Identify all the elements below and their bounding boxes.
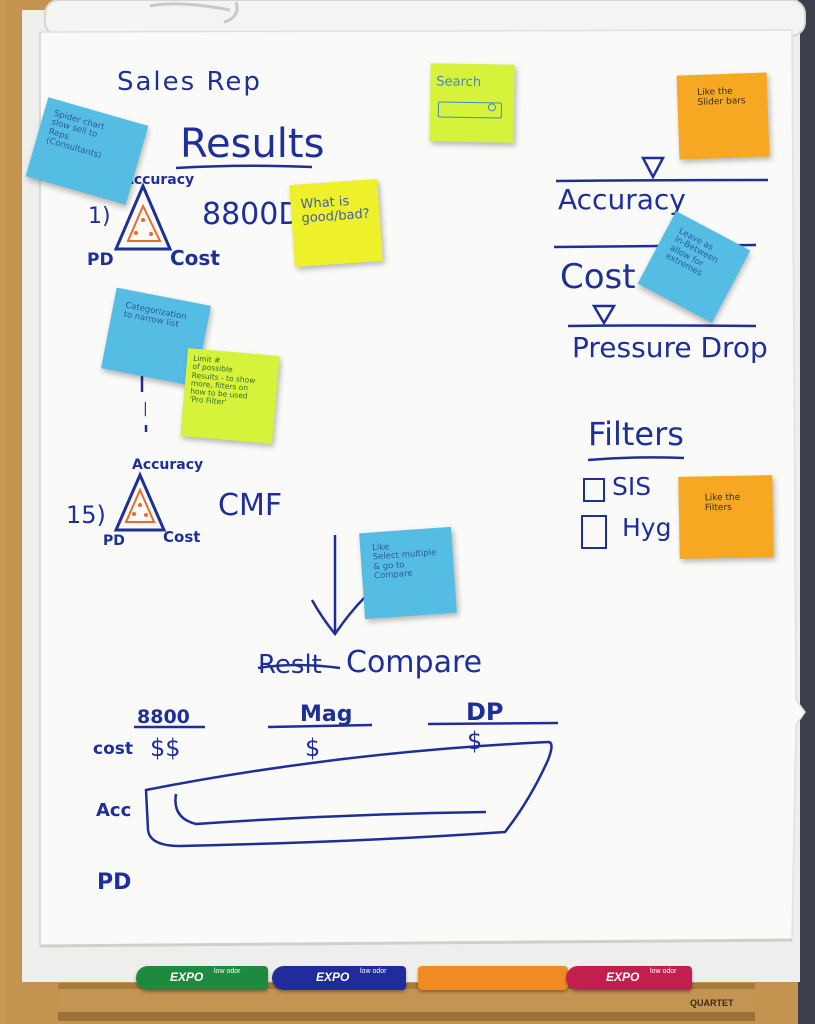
compare-row-pd-label: PD: [97, 870, 132, 895]
blue-marker[interactable]: EXPO low odor: [272, 966, 406, 990]
slider-pressure-drop-label: Pressure Drop: [572, 331, 768, 364]
compare-col-dp: DP: [466, 698, 504, 726]
sticky-like-filters: Like the Filters: [678, 475, 774, 559]
compare-col-8800: 8800: [137, 706, 190, 728]
search-icon: [487, 103, 496, 112]
filters-heading: Filters: [588, 415, 684, 453]
sticky-categorization-text: Categorization to narrow list: [122, 300, 188, 331]
sticky-select-multiple: Like Select multiple & go to Compare: [359, 526, 457, 620]
compare-crossed-word: Reslt: [258, 650, 322, 680]
sticky-like-filters-text: Like the Filters: [704, 492, 741, 514]
sticky-leave-as-text: Leave as In-Between allow for extremes: [663, 226, 720, 279]
result-1-axis-right: Cost: [170, 246, 220, 270]
result-15-axis-top: Accuracy: [132, 457, 204, 473]
compare-cost-dp: $: [467, 727, 483, 755]
filter-hyg-label: Hyg: [622, 513, 672, 542]
magenta-marker-brand: EXPO: [606, 970, 640, 984]
sticky-spider-chart-text: Spider chart slow sell to Reps (Consulta…: [44, 108, 106, 161]
orange-marker[interactable]: [418, 966, 568, 990]
magenta-marker[interactable]: EXPO low odor: [566, 966, 692, 990]
result-1-axis-top: Accuracy: [123, 172, 195, 188]
sticky-search-label: Search: [436, 74, 482, 91]
green-marker-sublabel: low odor: [214, 968, 241, 975]
results-heading: Results: [180, 121, 325, 167]
compare-row-acc-label: Acc: [96, 800, 132, 821]
slider-cost-label: Cost: [560, 257, 636, 297]
blue-marker-brand: EXPO: [316, 970, 350, 984]
result-1-axis-left: PD: [87, 250, 114, 270]
sticky-limit-results: Limit # of possible Results - to show mo…: [180, 348, 280, 444]
result-1-label: 8800D: [202, 197, 302, 232]
result-15-axis-left: PD: [103, 533, 125, 549]
filter-hyg-checkbox[interactable]: [581, 515, 607, 549]
filter-sis-label: SIS: [612, 472, 652, 501]
blue-marker-sublabel: low odor: [360, 968, 387, 975]
tray-manufacturer-logo: QUARTET: [690, 998, 734, 1008]
result-15-axis-right: Cost: [163, 528, 201, 546]
sticky-good-bad: What is good/bad?: [289, 179, 383, 267]
green-marker-brand: EXPO: [170, 970, 204, 984]
filter-sis-checkbox[interactable]: [583, 478, 605, 502]
compare-cost-8800: $$: [150, 734, 181, 762]
compare-row-cost-label: cost: [93, 739, 134, 759]
result-1-rank: 1): [88, 204, 111, 229]
compare-heading: Compare: [346, 645, 483, 680]
compare-col-mag: Mag: [300, 702, 353, 727]
sticky-slider-bars: Like the Slider bars: [676, 72, 770, 160]
sticky-slider-bars-text: Like the Slider bars: [697, 86, 746, 108]
green-marker[interactable]: EXPO low odor: [136, 966, 268, 990]
magenta-marker-sublabel: low odor: [650, 968, 677, 975]
result-ellipsis: |: [143, 401, 148, 417]
sticky-limit-results-text: Limit # of possible Results - to show mo…: [189, 353, 256, 407]
result-15-rank: 15): [66, 501, 106, 529]
sticky-good-bad-text: What is good/bad?: [300, 194, 371, 227]
slider-accuracy-label: Accuracy: [558, 183, 686, 216]
sticky-select-multiple-text: Like Select multiple & go to Compare: [371, 542, 437, 582]
result-15-label: CMF: [218, 488, 283, 523]
compare-cost-mag: $: [305, 734, 321, 762]
board-title: Sales Rep: [117, 67, 262, 97]
sticky-search: Search: [429, 63, 515, 143]
